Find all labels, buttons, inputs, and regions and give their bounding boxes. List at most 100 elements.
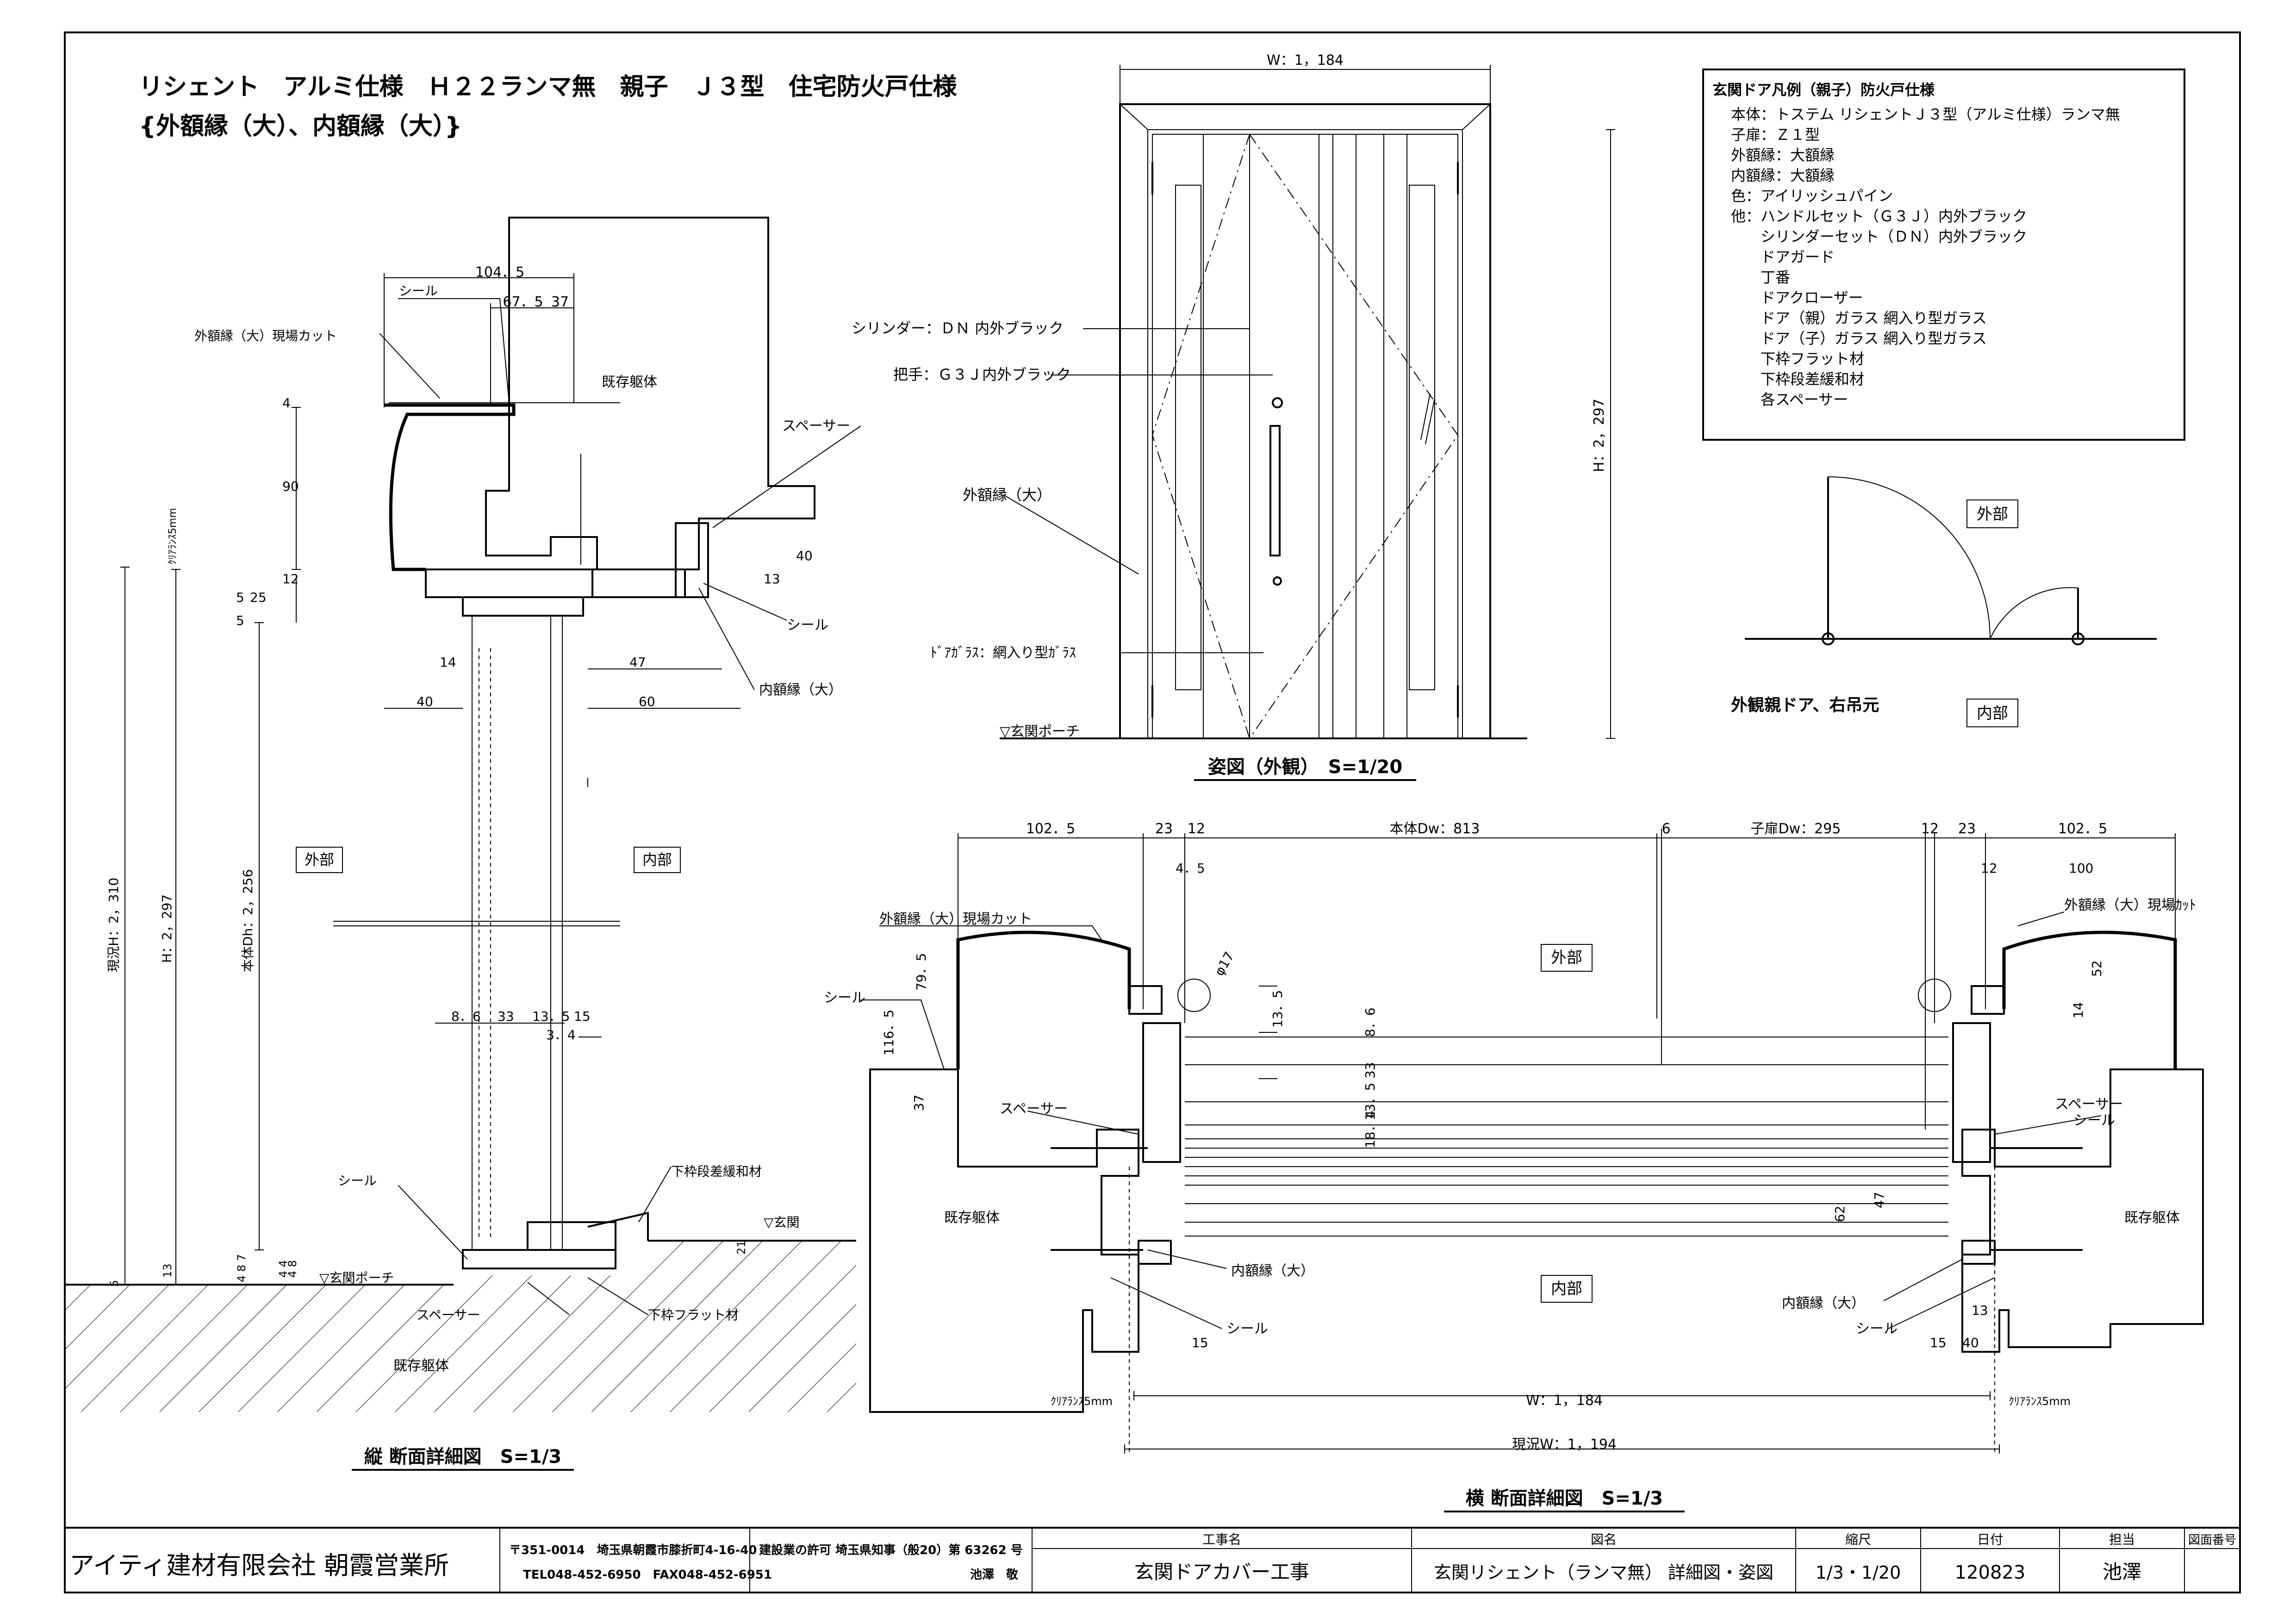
- h-label-outer-frame-cut-l: 外額縁（大）現場カット: [879, 911, 1032, 927]
- v-label-seal3: シール: [338, 1173, 377, 1188]
- vdim-37: 37: [551, 294, 569, 310]
- sill-adjust: [587, 1212, 649, 1241]
- hdim-52: 52: [2089, 960, 2104, 977]
- h-label-inside: 内部: [1551, 1280, 1582, 1298]
- hdim-8-6: 8．6: [1363, 1007, 1378, 1037]
- vdim-40a: 40: [796, 548, 813, 563]
- vdim-4-4: 4 4: [277, 1260, 290, 1278]
- tb-drawing: 玄関リシェント（ランマ無） 詳細図・姿図: [1434, 1562, 1773, 1583]
- hdim-40: 40: [1962, 1335, 1979, 1350]
- hdim-62: 62: [1832, 1206, 1848, 1222]
- tb-license2: 池澤 敬: [970, 1568, 1019, 1582]
- vdim-33: 33: [498, 1009, 514, 1024]
- tb-person-h: 担当: [2109, 1532, 2135, 1547]
- legend-item: ドア（親）ガラス 網入り型ガラス: [1731, 309, 1987, 327]
- tb-drawing-h: 図名: [1591, 1532, 1617, 1547]
- tb-date-h: 日付: [1977, 1532, 2003, 1547]
- hdim-33: 33: [1363, 1062, 1378, 1079]
- v-label-seal: シール: [399, 283, 438, 299]
- vdim-4-8-7: 4 8 7: [235, 1254, 248, 1282]
- h-label-clear-l: ｸﾘｱﾗﾝｽ5mm: [1051, 1395, 1113, 1408]
- vdim-8-6: 8．6: [451, 1009, 481, 1024]
- h-label-inner-frame-r: 内額縁（大）: [1782, 1295, 1865, 1312]
- swing-diagram: [1745, 476, 2157, 645]
- inner-frame-head: [675, 522, 709, 598]
- legend-item: 外額縁：大額縁: [1731, 146, 1835, 164]
- h-label-existing-l: 既存躯体: [944, 1210, 1000, 1226]
- hdim-body-dw: 本体Dw：813: [1390, 821, 1480, 837]
- hdim-15b: 15: [1930, 1335, 1947, 1350]
- elev-label-outer-frame: 外額縁（大）: [963, 486, 1052, 504]
- vdim-47: 47: [629, 655, 646, 670]
- legend-item: 色：アイリッシュパイン: [1731, 187, 1893, 205]
- hdim-79-5: 79．5: [914, 953, 929, 991]
- elevation-view: [1000, 65, 1615, 739]
- v-label-spacer2: スペーサー: [417, 1307, 480, 1323]
- hdim-12b: 12: [1921, 821, 1939, 837]
- vdim-40b: 40: [417, 694, 433, 709]
- tb-scale-h: 縮尺: [1845, 1532, 1871, 1547]
- h-current-w: 現況W：1，194: [1512, 1437, 1617, 1453]
- legend-item: 下枠フラット材: [1731, 350, 1864, 368]
- hdim-116-5: 116．5: [881, 1010, 896, 1056]
- legend-box: [1702, 69, 2185, 441]
- vdim-67-5: 67．5: [503, 294, 543, 310]
- tb-address1: 〒351-0014 埼玉県朝霞市膝折町4-16-40: [509, 1543, 757, 1557]
- h-w: W：1，184: [1526, 1393, 1603, 1409]
- legend-items: 本体：トステム リシェントＪ３型（アルミ仕様）ランマ無子扉：Ｚ１型外額縁：大額縁…: [1731, 106, 2120, 408]
- tb-number-h: 図面番号: [2188, 1533, 2236, 1547]
- vdim-14: 14: [440, 655, 456, 670]
- vdim-13-5: 13．5: [532, 1009, 570, 1024]
- swing-caption: 外観親ドア、右吊元: [1731, 696, 1879, 715]
- v-label-body-dh: 本体Dh：2，256: [240, 869, 255, 972]
- hdim-13: 13: [1972, 1303, 1988, 1318]
- hdim-37: 37: [911, 1094, 927, 1111]
- v-label-porch: ▽玄関ポーチ: [319, 1270, 394, 1286]
- v-label-outer-frame-cut: 外額縁（大）現場カット: [194, 328, 337, 344]
- elev-width: W：1，184: [1267, 52, 1344, 69]
- outer-frame-right: [2002, 931, 2177, 1069]
- hdim-13-5a: 13．5: [1270, 990, 1285, 1028]
- elev-height: H：2，297: [1591, 399, 1607, 472]
- sheet-border: [64, 31, 2241, 1593]
- v-label-h: H：2，297: [159, 894, 174, 963]
- title-line2: {外額縁（大）、内額縁（大）}: [139, 112, 462, 140]
- swing-outside: 外部: [1977, 505, 2008, 524]
- legend-item: 丁番: [1731, 269, 1790, 286]
- v-label-spacer: スペーサー: [782, 418, 850, 434]
- v-label-existing-body: 既存躯体: [602, 374, 657, 390]
- h-label-existing-r: 既存躯体: [2124, 1210, 2180, 1226]
- hdim-23b: 23: [1958, 821, 1976, 837]
- hdim-15a: 15: [1192, 1335, 1208, 1350]
- vertical-section: [65, 217, 861, 1412]
- elev-label-porch: ▽玄関ポーチ: [1000, 724, 1080, 740]
- h-label-clear-r: ｸﾘｱﾗﾝｽ5mm: [2009, 1395, 2071, 1408]
- legend-item: ドアクローザー: [1731, 289, 1863, 306]
- vdim-3-4: 3．4: [546, 1027, 576, 1043]
- hdim-100: 100: [2069, 861, 2093, 876]
- hdim-4-5: 4．5: [1176, 861, 1205, 876]
- title-block: [65, 1527, 2240, 1593]
- swing-inside: 内部: [1977, 704, 2008, 723]
- h-label-seal-l: シール: [824, 990, 865, 1006]
- tb-scale: 1/3・1/20: [1816, 1562, 1901, 1583]
- elev-label-cylinder: シリンダー：ＤＮ 内外ブラック: [852, 319, 1064, 337]
- vdim-4-8: 4 8: [286, 1260, 299, 1278]
- outer-frame-left: [956, 931, 1131, 1069]
- vdim-12: 12: [282, 571, 299, 587]
- v-label-seal2: シール: [787, 617, 828, 633]
- h-label-seal-r: シール: [2073, 1112, 2115, 1129]
- vdim-5a: 5: [236, 590, 244, 605]
- legend-item: 本体：トステム リシェントＪ３型（アルミ仕様）ランマ無: [1731, 106, 2120, 123]
- hdim-102-5a: 102．5: [1026, 821, 1075, 837]
- vdim-104-5: 104．5: [475, 264, 524, 281]
- vdim-5c: 5: [108, 1280, 121, 1287]
- elev-caption: 姿図（外観） S=1/20: [1208, 756, 1402, 778]
- tb-project: 玄関ドアカバー工事: [1134, 1561, 1309, 1583]
- vdim-15: 15: [574, 1009, 591, 1024]
- vdim-4: 4: [282, 395, 291, 411]
- h-label-seal-br: シール: [1856, 1321, 1898, 1337]
- legend-item: 子扉：Ｚ１型: [1731, 126, 1820, 144]
- legend-item: ドアガード: [1731, 248, 1835, 266]
